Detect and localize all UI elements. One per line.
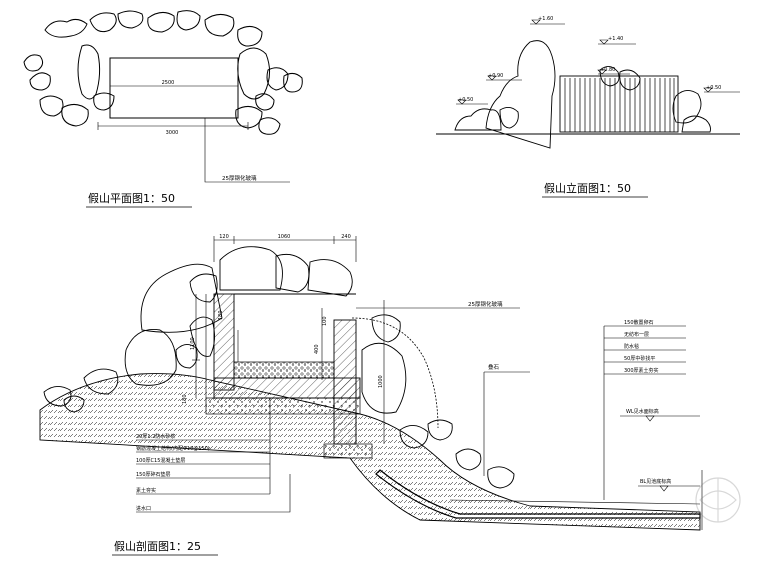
elevation-title: 假山立面图1：50	[544, 181, 631, 195]
wall-layer-5: 素土夯实	[136, 487, 156, 494]
inlet-label: 进水口	[136, 505, 151, 512]
plan-leader	[204, 118, 290, 183]
bottom-level-label: BL见池底标高	[640, 478, 671, 485]
section-view: 120 1060 240	[39, 234, 703, 556]
plan-rocks	[23, 10, 303, 135]
plan-dim-inner: 2500	[162, 80, 175, 86]
watermark-logo	[695, 477, 741, 523]
plan-dim-outer: 3000	[166, 130, 179, 136]
elev-level-6: +0.50	[706, 85, 721, 91]
wall-layer-4: 150厚碎石垫层	[136, 471, 171, 478]
plan-title: 假山平面图1：50	[88, 191, 175, 205]
wall-layers-callout	[136, 398, 291, 513]
pool-layers-callout	[603, 325, 686, 500]
elev-level-1: +1.60	[538, 16, 553, 22]
pool-layer-2: 无纺布一层	[624, 331, 649, 338]
pool-layer-3: 防水毯	[624, 343, 639, 350]
section-vdim-2: 1100	[190, 337, 196, 350]
section-vine	[351, 317, 439, 429]
plan-view: 2500 3000 25厚钢化玻璃 假山平面图1：50	[23, 10, 303, 208]
wall-layer-3: 100厚C15混凝土垫层	[136, 457, 185, 464]
wall-layer-1: 20厚1:2防水砂浆	[136, 433, 175, 440]
elevation-view: +1.60 +1.40 +0.90 +0.80 +0.50 +0.50 假山立面…	[436, 16, 740, 198]
pool-layer-1: 150散置卵石	[624, 319, 654, 326]
elev-level-5: +0.50	[458, 97, 473, 103]
elev-level-4: +0.80	[600, 67, 615, 73]
section-dim-2: 1060	[278, 234, 291, 240]
waterfall	[559, 75, 679, 133]
water-level-label: WL见水面标高	[626, 408, 659, 415]
pool-layer-4: 50厚中砂找平	[624, 355, 655, 362]
section-rock-label: 叠石	[488, 364, 500, 371]
section-vdim-1: 180	[218, 310, 224, 320]
plan-glass-note: 25厚钢化玻璃	[222, 174, 257, 182]
section-dim-1: 120	[219, 234, 229, 240]
section-dim-3: 240	[341, 234, 351, 240]
elev-level-2: +1.40	[608, 36, 623, 42]
section-vdim-4: 400	[314, 344, 320, 354]
section-vdim-5: 180	[182, 394, 188, 404]
section-title: 假山剖面图1：25	[114, 539, 201, 553]
section-glass-note: 25厚钢化玻璃	[468, 300, 503, 308]
wall-layer-2: 钢筋混凝土结构(内配Φ10@150)	[136, 445, 210, 452]
plan-glass-outline	[109, 57, 239, 119]
pool-layer-5: 300厚素土夯实	[624, 367, 659, 374]
section-structure	[205, 293, 373, 459]
section-vdim-3: 100	[322, 316, 328, 326]
elev-level-3: +0.90	[488, 73, 503, 79]
section-vdim-6: 1000	[378, 375, 384, 388]
